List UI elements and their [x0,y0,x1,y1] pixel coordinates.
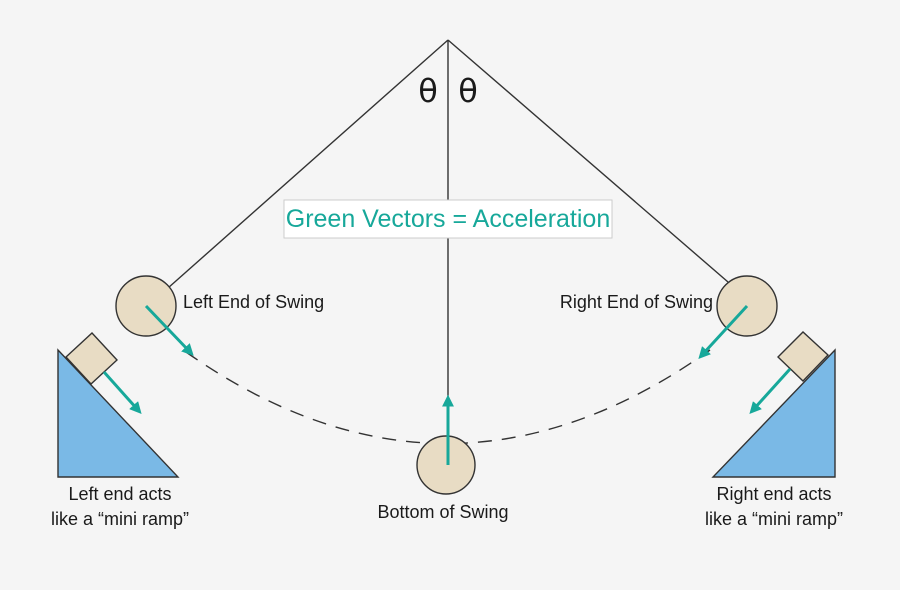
right-block-acceleration-arrow [749,367,792,415]
legend-box [283,199,613,239]
left-ramp-caption-line2: like a “mini ramp” [51,509,189,529]
theta-right: θ [458,72,478,110]
right-ramp-caption-line2: like a “mini ramp” [705,509,843,529]
left-end-label: Left End of Swing [183,292,324,312]
right-end-label: Right End of Swing [560,292,713,312]
left-block-acceleration-arrow [102,370,142,415]
right-ramp-caption-line1: Right end acts [716,484,831,504]
right-string [447,39,729,283]
left-ramp-caption-line1: Left end acts [68,484,171,504]
right-bob-acceleration-arrow [698,304,749,359]
swing-arc [185,349,711,445]
left-string [167,39,449,289]
legend-text: Green Vectors = Acceleration [286,205,611,233]
left-ramp [57,348,180,478]
bottom-label: Bottom of Swing [377,502,508,522]
right-ramp-block [776,331,830,382]
bottom-bob [416,435,476,495]
left-ramp-block [65,332,118,385]
theta-left: θ [418,72,438,110]
right-ramp [711,348,836,478]
left-bob-acceleration-arrow [144,304,194,356]
